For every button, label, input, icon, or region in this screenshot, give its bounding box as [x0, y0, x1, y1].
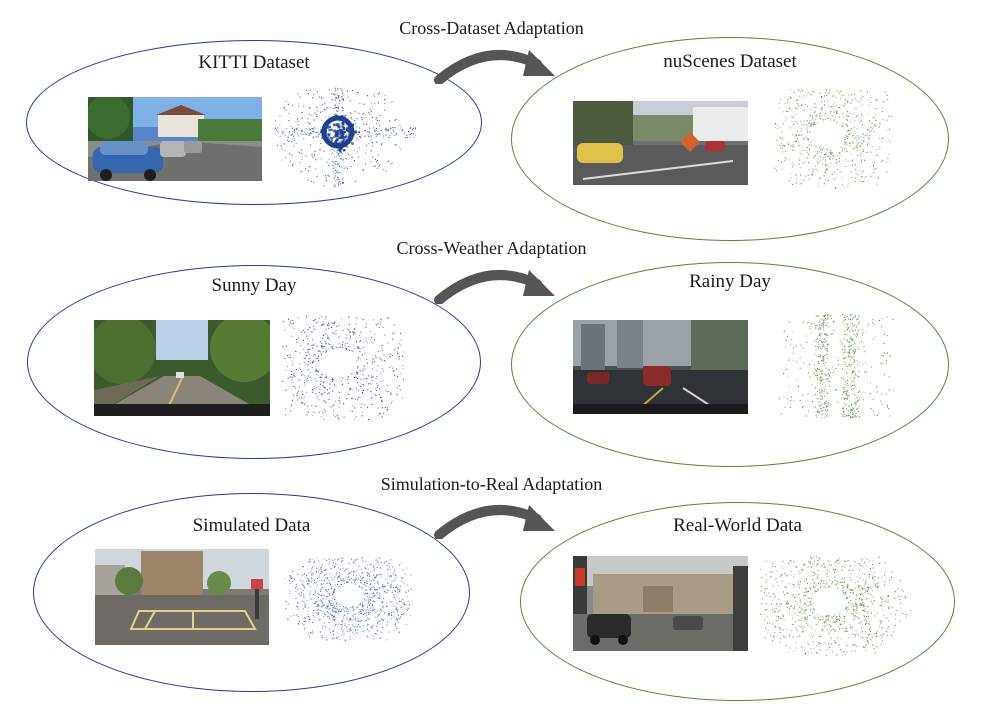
target-domain-ellipse — [511, 37, 949, 241]
target-domain-label: nuScenes Dataset — [663, 51, 797, 72]
lidar-point-cloud-icon — [774, 89, 892, 189]
source-domain-label: KITTI Dataset — [198, 52, 310, 73]
rainy-road-photo — [573, 320, 748, 414]
source-domain-label: Simulated Data — [192, 515, 311, 536]
source-domain-label: Sunny Day — [211, 275, 297, 296]
lidar-point-cloud-icon — [276, 557, 438, 641]
source-domain-ellipse — [26, 40, 482, 205]
row-title-sim-to-real: Simulation-to-Real Adaptation — [380, 474, 603, 494]
target-domain-label: Real-World Data — [673, 515, 802, 536]
target-domain-ellipse — [520, 502, 955, 701]
adaptation-arrow-icon — [434, 50, 555, 84]
tree-lined-road-photo — [94, 320, 270, 416]
row-title-cross-weather: Cross-Weather Adaptation — [396, 238, 587, 258]
target-domain-label: Rainy Day — [689, 271, 771, 292]
adaptation-arrow-icon — [434, 270, 555, 304]
city-intersection-photo — [573, 556, 748, 651]
lidar-point-cloud-icon — [778, 314, 894, 418]
lidar-point-cloud-icon — [274, 87, 416, 187]
suburban-street-photo — [88, 97, 262, 181]
lidar-point-cloud-icon — [282, 316, 404, 420]
target-domain-ellipse — [511, 262, 949, 467]
source-domain-ellipse — [27, 265, 481, 459]
simulated-intersection-photo — [95, 549, 269, 645]
row-title-cross-dataset: Cross-Dataset Adaptation — [399, 18, 584, 38]
adaptation-arrow-icon — [434, 505, 555, 539]
lidar-point-cloud-icon — [760, 556, 912, 656]
source-domain-ellipse — [33, 493, 470, 692]
urban-street-photo — [573, 101, 748, 185]
